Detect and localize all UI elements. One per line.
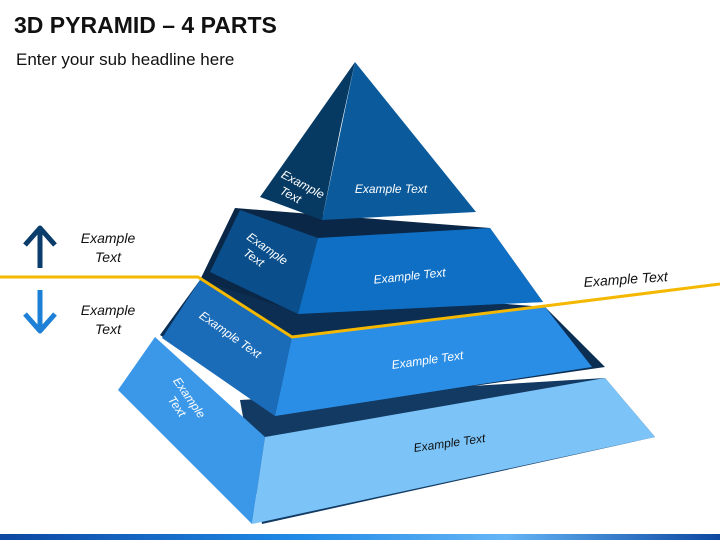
bottom-accent-band [0, 534, 720, 540]
up-arrow-label-line1: Example [81, 230, 136, 246]
page-title: 3D PYRAMID – 4 PARTS [14, 12, 277, 38]
down-arrow-label-line1: Example [81, 302, 136, 318]
up-arrow-label-line2: Text [95, 249, 122, 265]
level-3-front-face [275, 307, 592, 416]
level-2-front-face [298, 228, 543, 314]
down-arrow-icon [23, 290, 57, 334]
pyramid-level-4[interactable]: Example Text Example Text [118, 337, 655, 524]
down-arrow-label-line2: Text [95, 321, 122, 337]
level-1-side-face [260, 62, 355, 220]
level-4-front-face [252, 378, 655, 524]
page-subtitle: Enter your sub headline here [16, 50, 235, 69]
up-arrow-icon [23, 225, 57, 268]
level-1-front-face [322, 62, 476, 220]
level-3-side-face [162, 280, 292, 416]
divider-line-label: Example Text [583, 268, 669, 290]
level-2-side-face [210, 210, 318, 314]
pyramid-level-1[interactable]: Example Text Example Text [260, 62, 476, 220]
level-4-side-face [118, 337, 265, 524]
pyramid-level-2[interactable]: Example Text Example Text [200, 208, 543, 314]
level-1-front-label: Example Text [355, 182, 428, 196]
divider-line [0, 275, 720, 339]
